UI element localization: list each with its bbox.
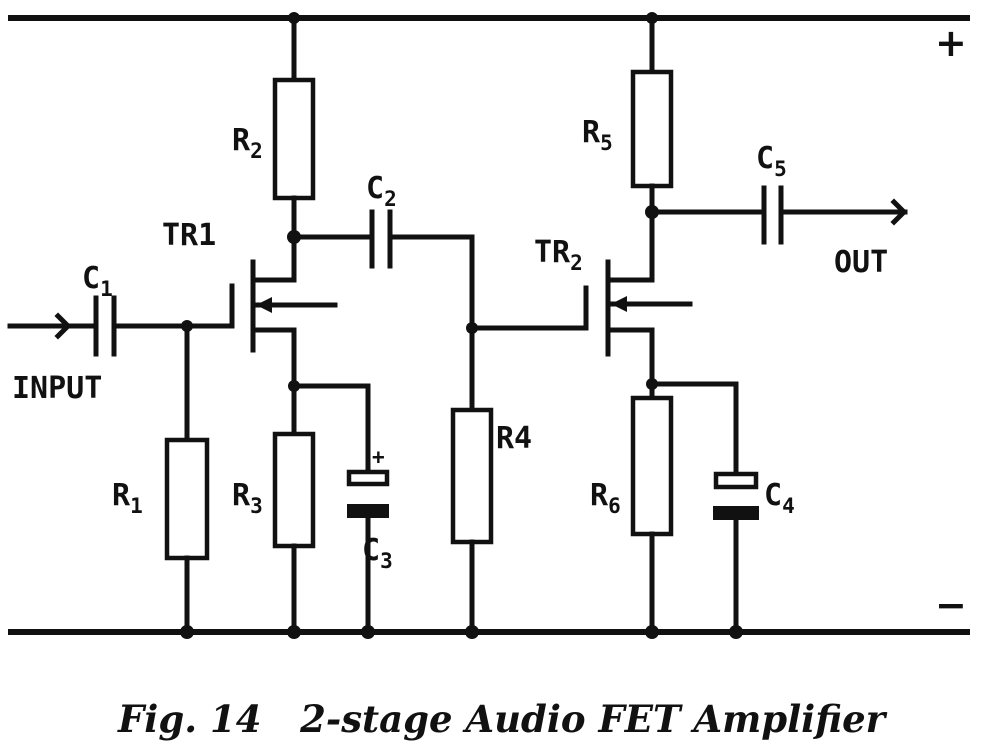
r5-label: R5: [582, 115, 613, 155]
capacitor-c2: C2: [291, 171, 475, 331]
r6-label: R6: [590, 478, 621, 518]
junction-dot: [361, 625, 375, 639]
r4-label: R4: [496, 421, 532, 456]
junction-dot: [180, 625, 194, 639]
transistor-tr2: TR2: [469, 209, 693, 387]
resistor-r6: R6: [590, 381, 674, 635]
resistor-r3: R3: [232, 383, 316, 635]
positive-rail-sign: +: [935, 21, 967, 65]
c2-label: C2: [366, 171, 397, 211]
input-label: INPUT: [12, 371, 102, 406]
tr1-label: TR1: [162, 218, 216, 253]
tr2-label: TR2: [534, 235, 583, 275]
r3-label: R3: [232, 478, 263, 518]
c5-label: C5: [756, 141, 787, 181]
junction-dot: [645, 625, 659, 639]
c3-polarity: +: [372, 445, 385, 469]
figure-caption: Fig. 14 2-stage Audio FET Amplifier: [117, 697, 888, 741]
capacitor-c3: + C3: [291, 383, 393, 635]
capacitor-c5: C5: [649, 141, 908, 245]
r2-label: R2: [232, 123, 263, 163]
c1-label: C1: [82, 261, 113, 301]
junction-dot: [288, 12, 300, 24]
resistor-r5: R5: [582, 15, 674, 215]
input-terminal: INPUT: [7, 312, 102, 406]
junction-dot: [729, 625, 743, 639]
capacitor-c1: C1: [82, 261, 235, 357]
transistor-tr1: TR1: [162, 218, 338, 389]
negative-rail-sign: −: [935, 583, 967, 627]
junction-dot: [181, 320, 193, 332]
junction-dot: [287, 625, 301, 639]
capacitor-c4: C4: [649, 381, 795, 635]
r1-label: R1: [112, 478, 143, 518]
resistor-r2: R2: [232, 15, 316, 240]
output-label: OUT: [834, 245, 888, 280]
c4-label: C4: [764, 478, 795, 518]
resistor-r4: R4: [450, 325, 532, 635]
c3-label: C3: [362, 533, 393, 573]
resistor-r1: R1: [112, 323, 210, 635]
junction-dot: [646, 12, 658, 24]
junction-dot: [465, 625, 479, 639]
